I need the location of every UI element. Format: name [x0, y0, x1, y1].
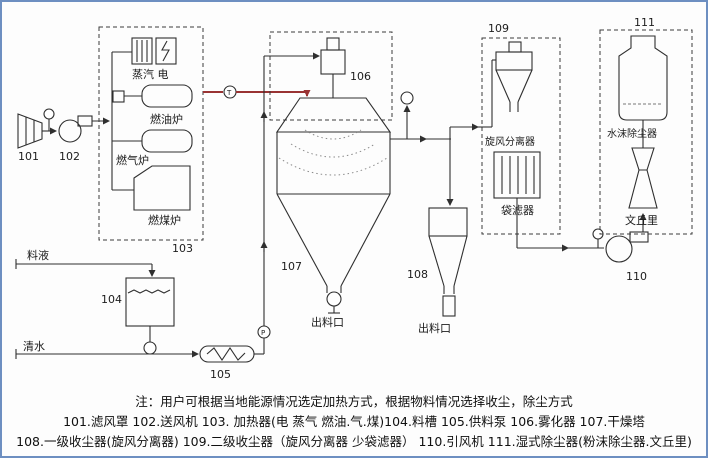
label-venturi: 文丘里 — [625, 213, 658, 227]
valve-icon — [143, 341, 157, 355]
air-intake-section: 101 102 — [17, 108, 110, 163]
diagram-canvas: 101 102 蒸汽 电 燃油炉 燃气炉 燃煤炉 103 — [15, 16, 693, 381]
hot-air-pipe: T — [203, 85, 311, 99]
label-102: 102 — [59, 150, 80, 163]
label-cyclone-separator: 旋风分离器 — [485, 135, 535, 148]
vent-gauge-icon — [400, 91, 414, 105]
label-106: 106 — [350, 70, 371, 83]
gauge-t-label: T — [226, 89, 232, 97]
venturi-icon — [631, 147, 655, 171]
atomizer-motor-icon — [320, 49, 346, 75]
lightning-icon — [161, 40, 170, 62]
feed-pump-105 — [199, 345, 255, 363]
note-line-2: 101.滤风罩 102.送风机 103. 加热器(电 蒸气 燃油.气.煤)104… — [63, 414, 645, 429]
feed-tank-104 — [125, 277, 175, 327]
cyclone-separator-icon — [495, 51, 533, 71]
label-111: 111 — [634, 16, 655, 29]
label-103: 103 — [172, 242, 193, 255]
label-feed-liquid: 料液 — [27, 248, 49, 262]
electric-heater-icon — [155, 37, 177, 65]
label-105: 105 — [210, 368, 231, 381]
feed-system: 料液 104 清水 105 P — [15, 52, 320, 381]
filter-hood-101 — [17, 113, 43, 149]
atomizer-106: 106 — [269, 31, 393, 121]
label-101: 101 — [18, 150, 39, 163]
oil-furnace-icon — [141, 84, 193, 108]
water-mist-tank-icon — [618, 35, 668, 121]
note-line-3: 108.一级收尘器(旋风分离器) 109.二级收尘器（旋风分离器 少袋滤器） 1… — [16, 434, 692, 449]
drying-tower-107: 107 出料口 — [275, 97, 392, 329]
heater-section-103: 蒸汽 电 燃油炉 燃气炉 燃煤炉 103 — [98, 26, 204, 255]
rotary-valve-icon — [326, 291, 342, 307]
label-104: 104 — [101, 293, 122, 306]
primary-cyclone-108: 108 出料口 — [390, 91, 479, 335]
label-water-mist: 水沫除尘器 — [607, 127, 657, 140]
label-oil-furnace: 燃油炉 — [150, 112, 183, 126]
label-107: 107 — [281, 260, 302, 273]
spray-pattern — [304, 129, 362, 140]
label-109: 109 — [488, 22, 509, 35]
blower-fan-102 — [58, 119, 82, 143]
label-tower-outlet: 出料口 — [311, 315, 344, 329]
label-cyclone-outlet: 出料口 — [418, 321, 451, 335]
label-110: 110 — [626, 270, 647, 283]
pressure-gauge-icon — [257, 325, 271, 339]
gas-furnace-icon — [141, 129, 193, 153]
label-coal-furnace: 燃煤炉 — [148, 213, 181, 227]
steam-heater-icon — [131, 37, 153, 65]
secondary-collector-109: 109 旋风分离器 袋滤器 — [478, 22, 604, 252]
label-108: 108 — [407, 268, 428, 281]
label-gas-furnace: 燃气炉 — [116, 153, 149, 167]
coal-furnace-icon — [133, 165, 191, 211]
bag-filter-icon — [493, 151, 541, 199]
label-steam-electric: 蒸汽 电 — [132, 67, 169, 81]
wet-scrubber-111: 111 水沫除尘器 文丘里 — [599, 16, 693, 235]
dust-collector-bin — [442, 295, 456, 317]
draft-fan-110: 110 — [605, 213, 649, 283]
gauge-icon — [43, 108, 55, 120]
label-clean-water: 清水 — [23, 340, 45, 353]
note-line-1: 注：用户可根据当地能源情况选定加热方式，根据物料情况选择收尘，除尘方式 — [135, 394, 573, 409]
fan-icon — [605, 235, 633, 263]
gauge-p-label: P — [261, 329, 265, 337]
legend-notes: 注：用户可根据当地能源情况选定加热方式，根据物料情况选择收尘，除尘方式 101.… — [2, 392, 706, 452]
